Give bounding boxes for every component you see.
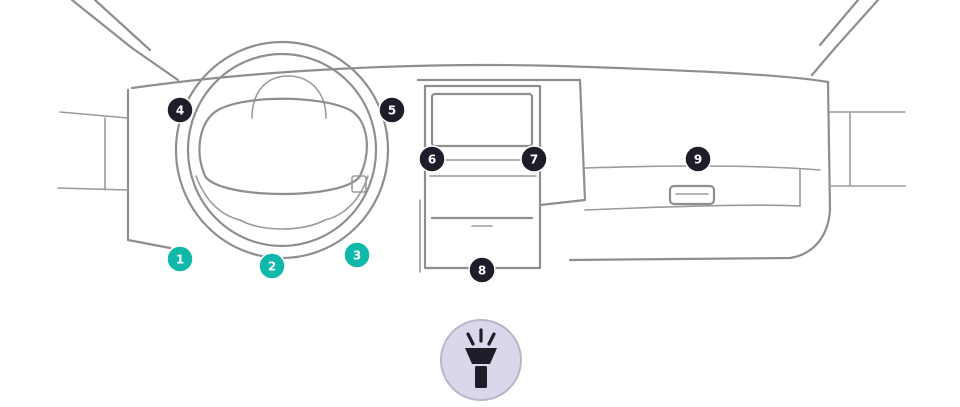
center-console (416, 78, 587, 273)
flashlight-badge (440, 319, 522, 401)
marker-5[interactable]: 5 (378, 96, 406, 124)
marker-7[interactable]: 7 (520, 145, 548, 173)
marker-3[interactable]: 3 (343, 241, 371, 269)
steering-wheel (174, 40, 390, 260)
marker-label-1: 1 (176, 253, 184, 267)
marker-label-8: 8 (478, 264, 486, 278)
marker-8[interactable]: 8 (468, 256, 496, 284)
flashlight-icon (465, 328, 497, 388)
glovebox-handle (668, 184, 716, 206)
marker-label-2: 2 (268, 260, 276, 274)
marker-label-7: 7 (530, 153, 538, 167)
marker-label-9: 9 (694, 153, 702, 167)
marker-label-3: 3 (353, 249, 361, 263)
marker-label-5: 5 (388, 104, 396, 118)
marker-1[interactable]: 1 (166, 245, 194, 273)
dashboard-outline (57, 63, 906, 262)
windshield-outline (70, 0, 880, 82)
marker-label-6: 6 (428, 153, 436, 167)
marker-2[interactable]: 2 (258, 252, 286, 280)
marker-label-4: 4 (176, 104, 184, 118)
marker-9[interactable]: 9 (684, 145, 712, 173)
marker-4[interactable]: 4 (166, 96, 194, 124)
marker-6[interactable]: 6 (418, 145, 446, 173)
